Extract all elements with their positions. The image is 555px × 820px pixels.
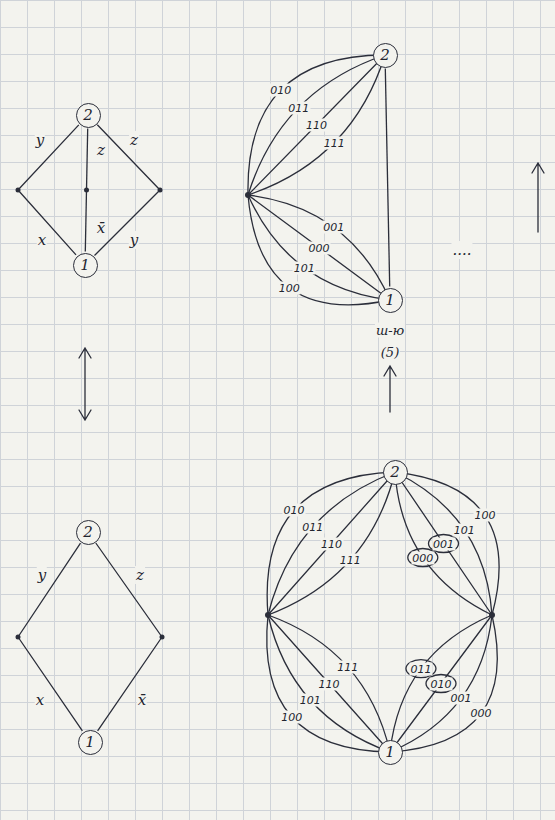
vertex-number: 1 [385, 745, 395, 760]
vertex-dot [265, 612, 271, 618]
edge-code: 010 [430, 677, 453, 690]
vertex-circle: 2 [76, 520, 101, 545]
vertex-dot [245, 192, 251, 198]
graph-arc [395, 472, 492, 615]
vertex-circle: 2 [383, 460, 408, 485]
graph-edge [385, 69, 389, 287]
note-text: (5) [380, 345, 400, 360]
edge-code: 011 [287, 101, 310, 114]
graph-edge [18, 543, 82, 731]
edge-code: 010 [283, 504, 306, 517]
graph-arc [390, 615, 497, 752]
graph-arc [248, 55, 385, 195]
edge-code: 001 [432, 537, 455, 550]
graph-arc [390, 615, 492, 752]
vertex-dot [489, 612, 495, 618]
graph-edge [95, 125, 161, 256]
vertex-number: 2 [83, 108, 93, 123]
double-arrow [79, 348, 91, 420]
edge-code: 001 [450, 692, 473, 705]
vertex-circle: 1 [78, 730, 103, 755]
graph-arc [248, 55, 385, 195]
circled-mark [429, 535, 459, 553]
edge-letter: y [35, 131, 45, 149]
graph-arc [267, 472, 395, 615]
vertex-circle: 1 [378, 740, 403, 765]
graph-arc [268, 472, 395, 615]
edge-code: 111 [336, 660, 359, 673]
graph-arc [395, 472, 499, 615]
edge-code: 000 [308, 241, 331, 254]
graph-arc [395, 472, 492, 615]
edge-code: 110 [318, 677, 341, 690]
edge-code: 111 [339, 554, 362, 567]
edge-code: 100 [473, 509, 496, 522]
vertex-number: 1 [385, 293, 395, 308]
graph-arc [268, 472, 395, 615]
transform-arrow [532, 163, 544, 232]
edge-code: 111 [323, 136, 346, 149]
graph-arc [248, 195, 390, 300]
edge-code: 110 [305, 119, 328, 132]
vertex-circle: 1 [73, 253, 98, 278]
edge-code: 101 [453, 523, 476, 536]
circled-mark [426, 675, 456, 693]
edge-letter: x [37, 231, 47, 249]
edge-code: 100 [278, 281, 301, 294]
graph-arc [248, 195, 390, 305]
edge-letter: y [129, 231, 139, 249]
vertex-circle: 2 [76, 103, 101, 128]
vertex-number: 2 [390, 465, 400, 480]
graph-arc [268, 615, 390, 752]
edge-code: 110 [320, 537, 343, 550]
graph-arc [248, 195, 390, 300]
note-text: ш-ю [375, 323, 405, 338]
graph-arc [390, 615, 492, 752]
graph-arc [268, 615, 390, 752]
edge-code: 001 [322, 221, 345, 234]
graph-edge [85, 129, 87, 252]
edge-code: 010 [269, 84, 292, 97]
circled-mark [408, 549, 438, 567]
vertex-number: 1 [85, 735, 95, 750]
graph-arc [248, 55, 385, 195]
graph-edge [96, 543, 162, 731]
edge-letter: z [96, 141, 106, 159]
edge-code: 100 [280, 710, 303, 723]
edge-letter: x̄ [137, 691, 147, 709]
graph-arc [268, 615, 390, 752]
edge-letter: y [37, 566, 47, 584]
edge-code: 101 [299, 694, 322, 707]
graph-edge [18, 125, 79, 255]
edge-letter: x̄ [96, 219, 106, 237]
vertex-number: 2 [380, 48, 390, 63]
graph-arc [267, 615, 390, 752]
vertex-number: 2 [83, 525, 93, 540]
edge-letter: z [135, 566, 145, 584]
graph-arc [248, 195, 390, 300]
edge-code: 011 [409, 662, 432, 675]
edge-code: 000 [411, 551, 434, 564]
graph-arc [390, 615, 492, 752]
vertex-number: 1 [80, 258, 90, 273]
circled-mark [406, 660, 436, 678]
edge-letter: x [35, 691, 45, 709]
edge-letter: .... [451, 241, 472, 259]
edge-code: 101 [293, 261, 316, 274]
vertex-circle: 1 [378, 288, 403, 313]
edge-code: 000 [470, 707, 493, 720]
graph-arc [395, 472, 492, 615]
transform-arrow [384, 366, 396, 412]
edge-code: 011 [301, 520, 324, 533]
vertex-circle: 2 [373, 43, 398, 68]
graph-arc [268, 472, 395, 615]
graph-arc [248, 55, 385, 195]
edge-letter: z [129, 131, 139, 149]
